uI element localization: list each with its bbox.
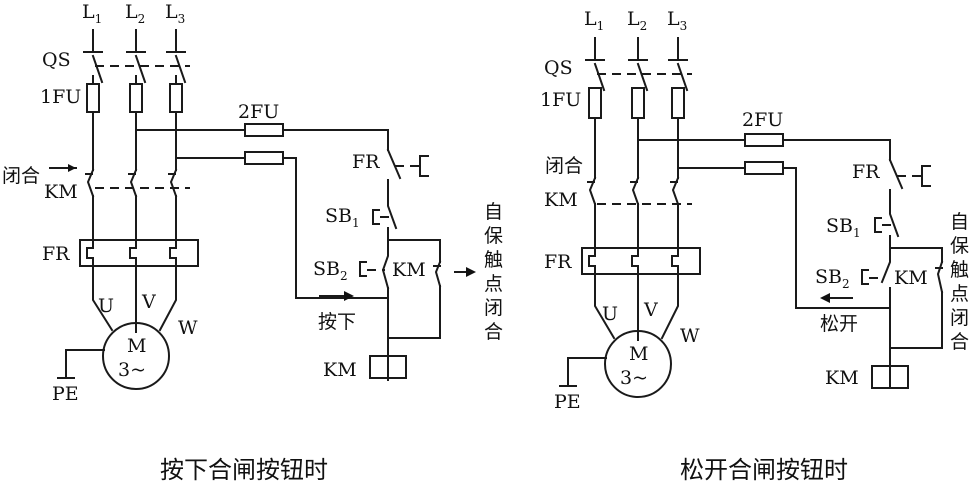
right-qs-label: QS: [544, 57, 573, 79]
left-motor-m: M: [127, 335, 146, 357]
left-fuse-1: [86, 83, 100, 113]
left-fr-label: FR: [42, 243, 70, 265]
svg-text:保: 保: [484, 225, 503, 247]
left-w-label: W: [178, 317, 198, 339]
left-motor: [102, 322, 170, 390]
right-2fu-label: 2FU: [742, 109, 783, 131]
right-motor: [604, 330, 672, 398]
svg-text:保: 保: [950, 235, 969, 257]
left-coil-label: KM: [323, 359, 357, 381]
left-v-label: V: [141, 291, 156, 313]
right-u-label: U: [602, 303, 618, 325]
left-self-hold-label: 自 保 触 点 闭 合: [484, 201, 503, 343]
right-km-label: KM: [544, 189, 578, 211]
svg-text:点: 点: [950, 283, 969, 305]
left-fr-block: [79, 239, 199, 267]
svg-text:合: 合: [484, 321, 503, 343]
left-pe-label: PE: [52, 383, 79, 405]
left-l1-label: L1: [82, 1, 102, 26]
left-fr-ctrl-label: FR: [352, 151, 380, 173]
right-v-label: V: [643, 299, 658, 321]
left-2fu-fuse-a: [244, 123, 284, 137]
right-l2-label: L2: [627, 8, 647, 33]
right-diagram: L1 L2 L3 QS 1FU 2FU 闭合 KM FR U V W M 3~: [540, 8, 969, 484]
svg-text:触: 触: [484, 249, 503, 271]
right-fr-label: FR: [544, 251, 572, 273]
left-u-label: U: [98, 295, 114, 317]
svg-text:合: 合: [950, 331, 969, 353]
svg-text:自: 自: [950, 211, 969, 233]
left-action-label: 按下: [318, 311, 356, 333]
left-fuse-2: [129, 83, 143, 113]
left-2fu-fuse-b: [244, 151, 284, 165]
right-self-hold-label: 自 保 触 点 闭 合: [950, 211, 969, 353]
left-sb1-label: SB1: [325, 205, 360, 230]
right-fuse-3: [671, 87, 685, 119]
left-closed-label: 闭合: [2, 165, 40, 187]
right-caption: 松开合闸按钮时: [680, 456, 848, 484]
right-km-coil: [871, 365, 909, 389]
left-l2-label: L2: [125, 1, 145, 26]
left-km-contact-label: KM: [392, 259, 426, 281]
right-motor-m: M: [629, 343, 648, 365]
right-fuse-2: [631, 87, 645, 119]
right-fr-ctrl-label: FR: [852, 161, 880, 183]
svg-text:自: 自: [484, 201, 503, 223]
right-l3-label: L3: [667, 8, 687, 33]
right-km-contact-label: KM: [894, 267, 928, 289]
left-qs-label: QS: [42, 49, 71, 71]
left-km-label: KM: [44, 181, 78, 203]
right-l1-label: L1: [584, 8, 604, 33]
svg-text:闭: 闭: [484, 297, 503, 319]
left-caption: 按下合闸按钮时: [160, 456, 328, 484]
right-fuse-1: [588, 87, 602, 119]
right-coil-label: KM: [825, 367, 859, 389]
left-fuse-3: [169, 83, 183, 113]
left-motor-phase: 3~: [118, 359, 146, 381]
right-sb1-label: SB1: [826, 215, 861, 240]
left-1fu-label: 1FU: [40, 86, 81, 108]
right-w-label: W: [680, 325, 700, 347]
right-closed-label: 闭合: [545, 155, 583, 177]
right-fr-block: [581, 247, 701, 275]
svg-text:闭: 闭: [950, 307, 969, 329]
right-action-label: 松开: [820, 313, 858, 335]
right-2fu-fuse-b: [744, 161, 784, 175]
left-l3-label: L3: [165, 1, 185, 26]
right-pe-label: PE: [554, 391, 581, 413]
right-motor-phase: 3~: [620, 367, 648, 389]
right-2fu-fuse-a: [744, 133, 784, 147]
left-diagram: L1 L2 L3 QS 1FU 2FU 闭合 KM: [2, 1, 503, 484]
right-1fu-label: 1FU: [540, 89, 581, 111]
left-2fu-label: 2FU: [238, 101, 279, 123]
svg-text:点: 点: [484, 273, 503, 295]
svg-text:触: 触: [950, 259, 969, 281]
right-sb2-label: SB2: [815, 266, 850, 291]
left-sb2-label: SB2: [313, 258, 348, 283]
